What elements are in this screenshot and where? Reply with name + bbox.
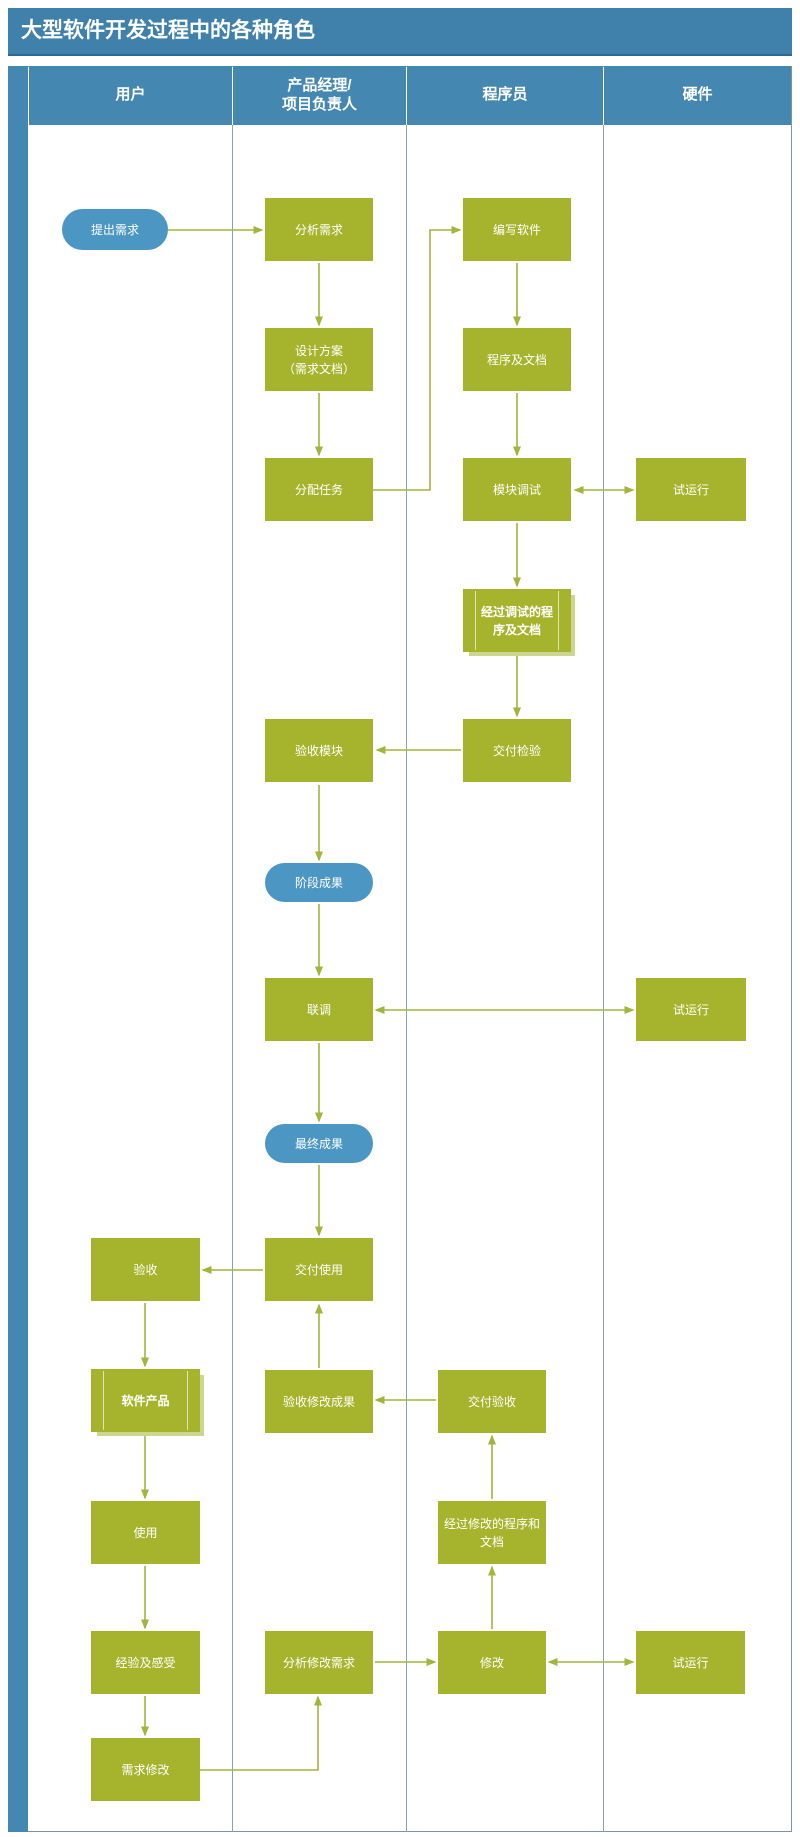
node-label: 软件产品 xyxy=(121,1393,170,1408)
diagram-title-bar: 大型软件开发过程中的各种角色 xyxy=(8,8,792,56)
node-label: 交付使用 xyxy=(294,1262,343,1277)
node-label: 试运行 xyxy=(672,1655,709,1670)
node-accept-modified-result: 验收修改成果 xyxy=(265,1370,373,1433)
node-requirement-modification: 需求修改 xyxy=(91,1738,200,1801)
node-accept-module: 验收模块 xyxy=(265,719,373,782)
node-deliver-for-inspection: 交付检验 xyxy=(463,719,571,782)
lane-header-user: 用户 xyxy=(29,66,232,125)
node-label: 联调 xyxy=(306,1002,331,1017)
node-program-and-docs: 程序及文档 xyxy=(463,328,571,391)
lane-divider xyxy=(406,125,407,1832)
node-analyze-requirements: 分析需求 xyxy=(265,198,373,261)
document-inner-line xyxy=(475,591,476,650)
node-deliver-for-use: 交付使用 xyxy=(265,1238,373,1301)
node-debugged-program-docs: 经过调试的程 序及文档 xyxy=(463,589,571,652)
node-label: 验收模块 xyxy=(294,743,343,758)
node-label: 试运行 xyxy=(672,482,709,497)
pool-side-strip xyxy=(8,66,28,1832)
node-use: 使用 xyxy=(91,1501,200,1564)
node-assign-tasks: 分配任务 xyxy=(265,458,373,521)
node-label: 交付检验 xyxy=(492,743,541,758)
node-module-debug: 模块调试 xyxy=(463,458,571,521)
node-label: 提出需求 xyxy=(90,222,139,237)
swimlane-pool xyxy=(8,66,792,1832)
document-inner-line xyxy=(103,1371,104,1430)
node-experience-feelings: 经验及感受 xyxy=(91,1631,200,1694)
node-analyze-modification-requirements: 分析修改需求 xyxy=(265,1631,373,1694)
node-label: 经验及感受 xyxy=(115,1655,176,1670)
node-label: 验收修改成果 xyxy=(282,1394,355,1409)
lane-divider xyxy=(603,125,604,1832)
lane-header-product-manager: 产品经理/ 项目负责人 xyxy=(233,66,406,125)
node-label: 验收 xyxy=(133,1262,158,1277)
document-inner-line xyxy=(558,591,559,650)
node-label: 修改 xyxy=(479,1655,504,1670)
document-inner-line xyxy=(187,1371,188,1430)
node-write-software: 编写软件 xyxy=(463,198,571,261)
node-label: 经过修改的程序和 文档 xyxy=(443,1516,540,1549)
node-modify: 修改 xyxy=(438,1631,546,1694)
node-label: 阶段成果 xyxy=(294,875,343,890)
node-label: 交付验收 xyxy=(467,1394,516,1409)
node-software-product: 软件产品 xyxy=(91,1369,200,1432)
node-acceptance: 验收 xyxy=(91,1238,200,1301)
node-deliver-for-acceptance: 交付验收 xyxy=(438,1370,546,1433)
node-label: 最终成果 xyxy=(294,1136,343,1151)
node-label: 模块调试 xyxy=(492,482,541,497)
lane-divider xyxy=(232,125,233,1832)
node-label: 分配任务 xyxy=(294,482,343,497)
node-label: 设计方案 （需求文档） xyxy=(282,343,355,376)
node-trial-run-2: 试运行 xyxy=(636,978,746,1041)
node-modified-program-docs: 经过修改的程序和 文档 xyxy=(438,1501,546,1564)
lane-header-hardware: 硬件 xyxy=(604,66,791,125)
node-propose-requirements: 提出需求 xyxy=(62,209,168,250)
node-design-plan: 设计方案 （需求文档） xyxy=(265,328,373,391)
node-trial-run-1: 试运行 xyxy=(636,458,746,521)
node-label: 经过调试的程 序及文档 xyxy=(480,604,553,637)
lane-header-programmer: 程序员 xyxy=(407,66,603,125)
node-label: 需求修改 xyxy=(121,1762,170,1777)
node-label: 编写软件 xyxy=(492,222,541,237)
node-label: 分析需求 xyxy=(294,222,343,237)
node-label: 程序及文档 xyxy=(486,352,547,367)
node-trial-run-3: 试运行 xyxy=(636,1631,745,1694)
diagram-title: 大型软件开发过程中的各种角色 xyxy=(21,19,315,42)
node-joint-debug: 联调 xyxy=(265,978,373,1041)
node-label: 使用 xyxy=(133,1525,158,1540)
node-label: 试运行 xyxy=(672,1002,709,1017)
node-label: 分析修改需求 xyxy=(282,1655,355,1670)
node-stage-result: 阶段成果 xyxy=(265,863,373,902)
node-final-result: 最终成果 xyxy=(265,1124,373,1163)
